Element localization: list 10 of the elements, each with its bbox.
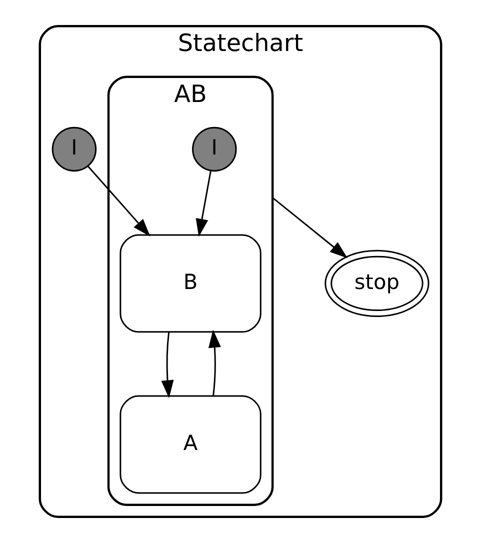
arrow: [272, 197, 348, 258]
arrow: [86, 166, 150, 237]
arrow: [160, 332, 174, 398]
node-ellipse: stop: [324, 250, 429, 317]
arrow: [208, 330, 220, 396]
node-box: B: [119, 234, 261, 333]
node-circle: I: [51, 126, 96, 172]
node-circle: I: [192, 126, 236, 172]
arrow: [195, 170, 211, 237]
node-box: A: [119, 395, 261, 494]
